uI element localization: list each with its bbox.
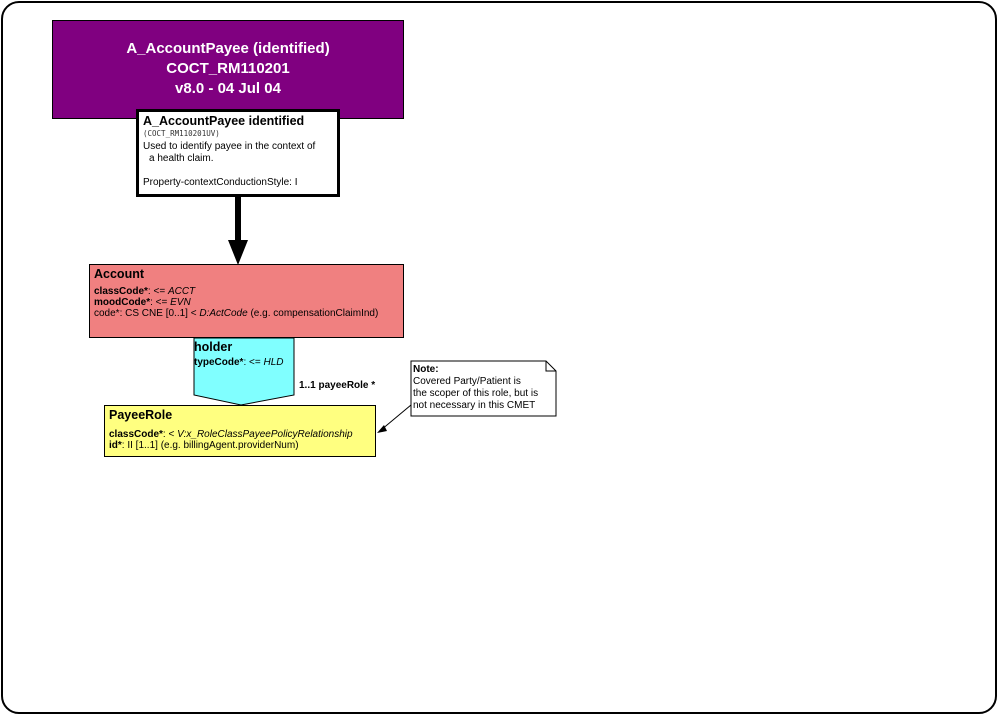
entry-point-title: A_AccountPayee identified — [143, 114, 305, 128]
note-box — [410, 360, 557, 417]
header-title: A_AccountPayee (identified) — [126, 40, 330, 57]
note-pointer-head — [377, 425, 387, 433]
payee-role-class-box: PayeeRole classCode*: < V:x_RoleClassPay… — [104, 405, 376, 457]
entry-desc-line2: a health claim. — [149, 153, 214, 164]
payee-role-attr-id: id*: II [1..1] (e.g. billingAgent.provid… — [109, 440, 299, 451]
holder-attr-typecode: typeCode*: <= HLD — [194, 357, 284, 368]
account-attr-moodcode: moodCode*: <= EVN — [94, 297, 191, 308]
entry-point-property: Property-contextConductionStyle: I — [143, 177, 298, 188]
note-line1: Covered Party/Patient is — [413, 376, 521, 387]
entry-point-arrow-head — [228, 240, 248, 265]
payee-role-attr-classcode: classCode*: < V:x_RoleClassPayeePolicyRe… — [109, 429, 353, 440]
entry-point-code: (COCT_RM110201UV) — [143, 129, 220, 138]
note-line3: not necessary in this CMET — [413, 400, 536, 411]
note-pointer-line — [380, 404, 412, 431]
account-title: Account — [94, 267, 144, 281]
holder-title: holder — [194, 340, 233, 354]
entry-point-description: Used to identify payee in the context of… — [143, 141, 333, 165]
holder-association-shape — [193, 337, 295, 406]
note-title: Note: — [413, 364, 439, 375]
account-class-box: Account classCode*: <= ACCT moodCode*: <… — [89, 264, 404, 338]
note-line2: the scoper of this role, but is — [413, 388, 539, 399]
note-fold — [545, 361, 556, 372]
holder-association: holder typeCode*: <= HLD — [194, 340, 304, 368]
payee-role-title: PayeeRole — [109, 408, 173, 422]
header-model-id: COCT_RM110201 — [166, 60, 290, 77]
account-attr-classcode: classCode*: <= ACCT — [94, 286, 196, 297]
note-text: Note: Covered Party/Patient is the scope… — [413, 364, 553, 412]
account-attr-code: code*: CS CNE [0..1] < D:ActCode (e.g. c… — [94, 308, 379, 319]
entry-desc-line1: Used to identify payee in the context of — [143, 141, 316, 152]
entry-point-box: A_AccountPayee identified (COCT_RM110201… — [136, 109, 340, 197]
association-label: 1..1 payeeRole * — [299, 380, 376, 391]
header-version: v8.0 - 04 Jul 04 — [175, 80, 281, 97]
diagram-header: A_AccountPayee (identified) COCT_RM11020… — [52, 20, 404, 119]
